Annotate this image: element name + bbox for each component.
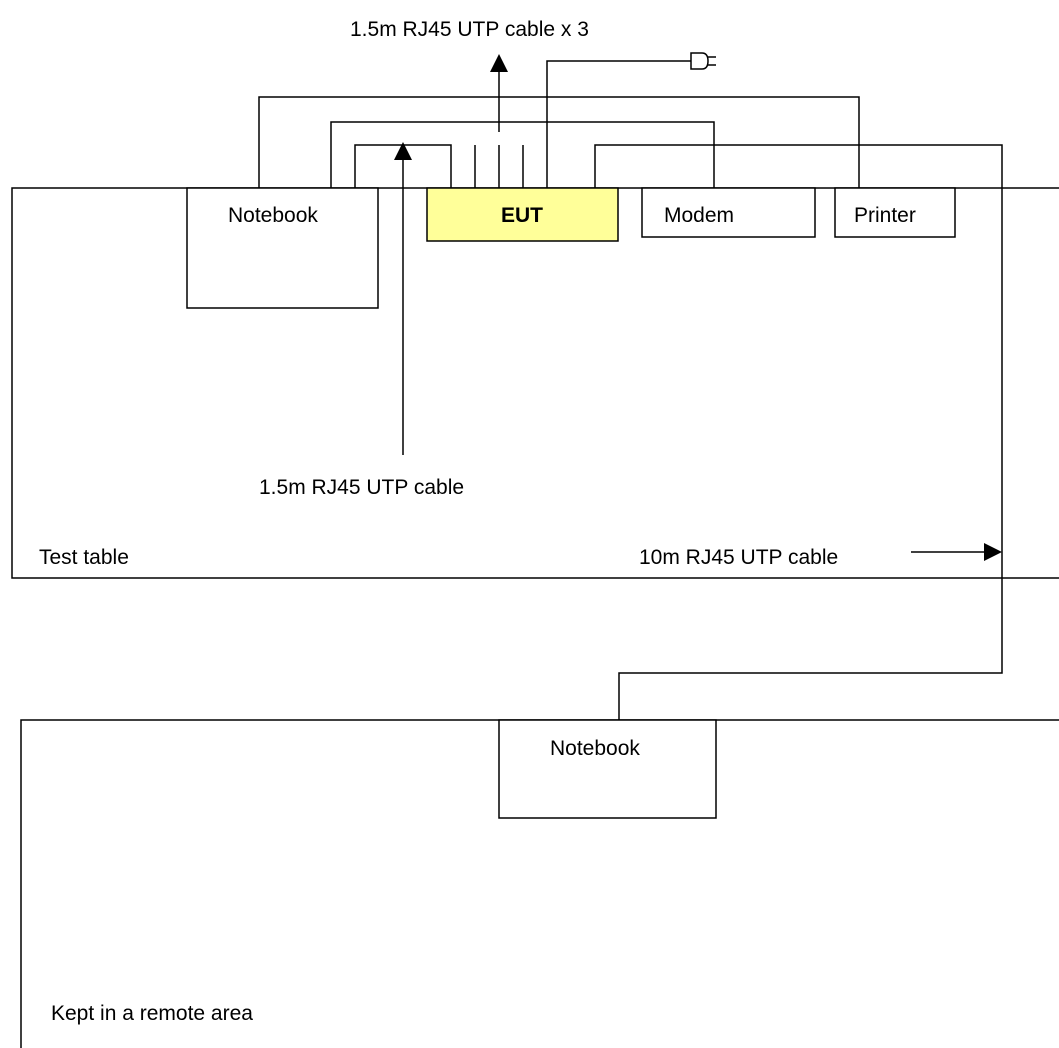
power-cord (546, 60, 691, 188)
arrow-top-cables (490, 54, 508, 132)
power-plug-icon (690, 52, 716, 70)
notebook-local-label: Notebook (228, 204, 318, 227)
modem-label: Modem (664, 204, 734, 227)
modem-box (641, 187, 816, 238)
notebook-remote-box (498, 719, 717, 819)
notebook-remote-label: Notebook (550, 737, 640, 760)
cable-eut-remote-notebook (594, 144, 1003, 720)
printer-box (834, 187, 956, 238)
cable-mid-label: 1.5m RJ45 UTP cable (259, 476, 464, 499)
cable-notebook-modem (330, 121, 715, 188)
notebook-local-box (186, 187, 379, 309)
eut-box (426, 187, 619, 242)
cable-top-label: 1.5m RJ45 UTP cable x 3 (350, 18, 589, 41)
test-table-outline (11, 187, 1059, 579)
eut-label: EUT (501, 204, 543, 227)
printer-label: Printer (854, 204, 916, 227)
cable-notebook-printer (258, 96, 860, 188)
test-table-label: Test table (39, 546, 129, 569)
remote-area-label: Kept in a remote area (51, 1002, 253, 1025)
cable-long-label: 10m RJ45 UTP cable (639, 546, 838, 569)
arrow-mid-cable (394, 142, 412, 455)
arrow-long-cable (911, 543, 1002, 561)
